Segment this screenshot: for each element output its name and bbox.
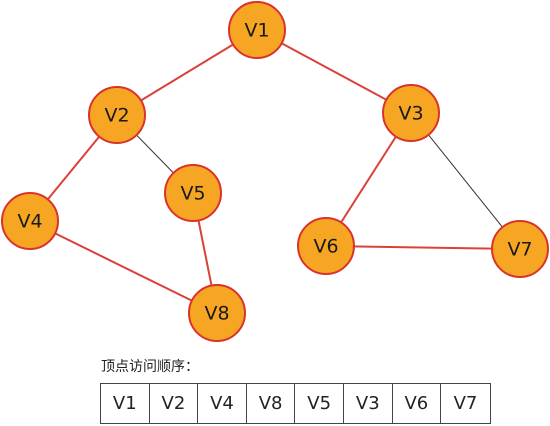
node-circle	[1, 192, 59, 250]
node-v2: V2	[88, 86, 146, 144]
visit-order-cell: V4	[198, 384, 247, 423]
node-v6: V6	[297, 217, 355, 275]
node-label: V7	[507, 239, 532, 261]
visit-order-cell: V2	[150, 384, 199, 423]
edges-layer	[29, 29, 521, 314]
node-circle	[88, 86, 146, 144]
node-circle	[297, 217, 355, 275]
visit-order-row: V1 V2 V4 V8 V5 V3 V6 V7	[100, 383, 491, 424]
node-circle	[188, 284, 246, 342]
node-v5: V5	[164, 164, 222, 222]
visit-order-cell: V7	[453, 393, 478, 414]
visit-order-cell: V5	[295, 384, 344, 423]
edge-v6-v7	[325, 245, 521, 250]
node-v8: V8	[188, 284, 246, 342]
node-v7: V7	[491, 220, 549, 278]
node-label: V5	[180, 183, 205, 205]
node-v4: V4	[1, 192, 59, 250]
node-label: V4	[17, 211, 42, 233]
node-label: V1	[244, 20, 269, 42]
node-label: V3	[398, 103, 423, 125]
visit-order-cell: V6	[393, 384, 442, 423]
node-label: V2	[104, 105, 129, 127]
visit-order-cell: V8	[247, 384, 296, 423]
node-circle	[228, 1, 286, 59]
visit-order-cell: V1	[101, 384, 150, 423]
visit-order-cell: V3	[344, 384, 393, 423]
edge-v4-v8	[29, 220, 218, 314]
node-v1: V1	[228, 1, 286, 59]
node-circle	[382, 84, 440, 142]
node-circle	[491, 220, 549, 278]
edge-v3-v7	[410, 112, 521, 250]
visit-order-title: 顶点访问顺序：	[101, 359, 199, 375]
node-label: V6	[313, 236, 338, 258]
node-circle	[164, 164, 222, 222]
node-v3: V3	[382, 84, 440, 142]
node-label: V8	[204, 303, 229, 325]
edge-v1-v3	[256, 29, 412, 114]
